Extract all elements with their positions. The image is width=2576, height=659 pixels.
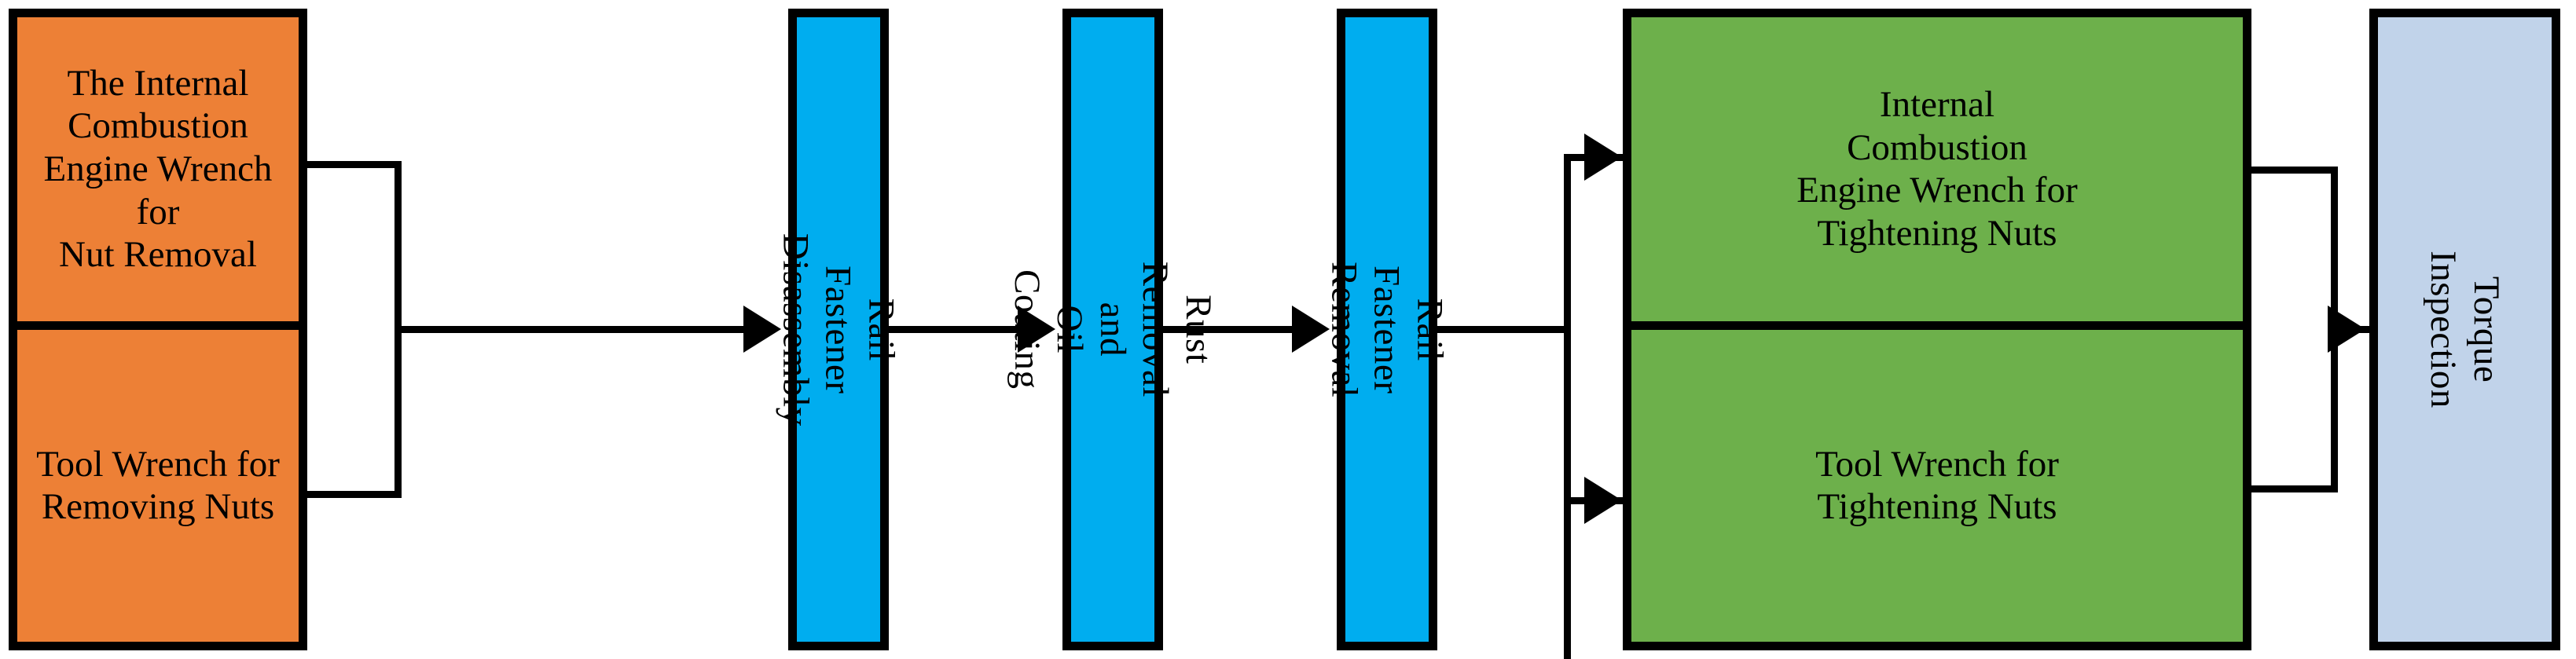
node-rust-removal-oil-coating-body: Rust Removal and Oil Coating [1007, 17, 1219, 642]
arrowhead-into-fastener-removal [1292, 306, 1330, 353]
node-rail-fastener-removal-label: Rail Fastener Removal [1323, 261, 1451, 398]
merge-top-branch-line [307, 161, 402, 168]
node-removal-tools-top-label: The Internal Combustion Engine Wrench fo… [43, 62, 273, 276]
final-merge-top-branch-line [2251, 167, 2338, 174]
node-rail-fastener-removal-body: Rail Fastener Removal [1324, 17, 1451, 642]
final-merge-bottom-branch-line [2251, 485, 2338, 492]
node-torque-inspection-label: Torque Inspection [2423, 251, 2508, 408]
arrowhead-into-disassembly [743, 306, 781, 353]
arrowhead-into-rust-removal [1018, 306, 1055, 353]
node-torque-inspection[interactable]: Torque Inspection [2369, 9, 2560, 650]
node-removal-tools[interactable]: The Internal Combustion Engine Wrench fo… [9, 9, 307, 650]
split-stem-line [1437, 326, 1571, 333]
split-vertical-spine [1564, 154, 1571, 659]
node-tightening-tools[interactable]: Internal Combustion Engine Wrench for Ti… [1623, 9, 2251, 650]
node-tightening-tools-bottom-half: Tool Wrench for Tightening Nuts [1631, 330, 2243, 643]
node-removal-tools-bottom-label: Tool Wrench for Removing Nuts [36, 443, 280, 528]
arrowhead-into-tightening-top [1584, 134, 1622, 181]
node-rail-fastener-disassembly[interactable]: Rail Fastener Disassembly [776, 9, 902, 650]
node-removal-tools-bottom-half: Tool Wrench for Removing Nuts [17, 330, 299, 643]
merge-bottom-branch-line [307, 491, 402, 498]
node-rail-fastener-disassembly-label: Rail Fastener Disassembly [775, 232, 902, 427]
node-rust-removal-oil-coating[interactable]: Rust Removal and Oil Coating [1007, 9, 1219, 650]
node-rail-fastener-removal[interactable]: Rail Fastener Removal [1324, 9, 1451, 650]
merge-stem-line [394, 326, 748, 333]
node-rail-fastener-disassembly-body: Rail Fastener Disassembly [776, 17, 902, 642]
node-tightening-tools-top-label: Internal Combustion Engine Wrench for Ti… [1796, 84, 2078, 254]
arrow-line-rust-to-fastener-removal [1163, 326, 1297, 333]
arrowhead-into-torque-inspection [2328, 306, 2365, 353]
node-tightening-tools-top-half: Internal Combustion Engine Wrench for Ti… [1631, 17, 2243, 330]
arrowhead-into-tightening-bottom [1584, 477, 1622, 524]
node-torque-inspection-body: Torque Inspection [2378, 17, 2552, 642]
node-tightening-tools-bottom-label: Tool Wrench for Tightening Nuts [1815, 443, 2059, 528]
arrow-line-disassembly-to-rust [889, 326, 1022, 333]
node-removal-tools-top-half: The Internal Combustion Engine Wrench fo… [17, 17, 299, 330]
